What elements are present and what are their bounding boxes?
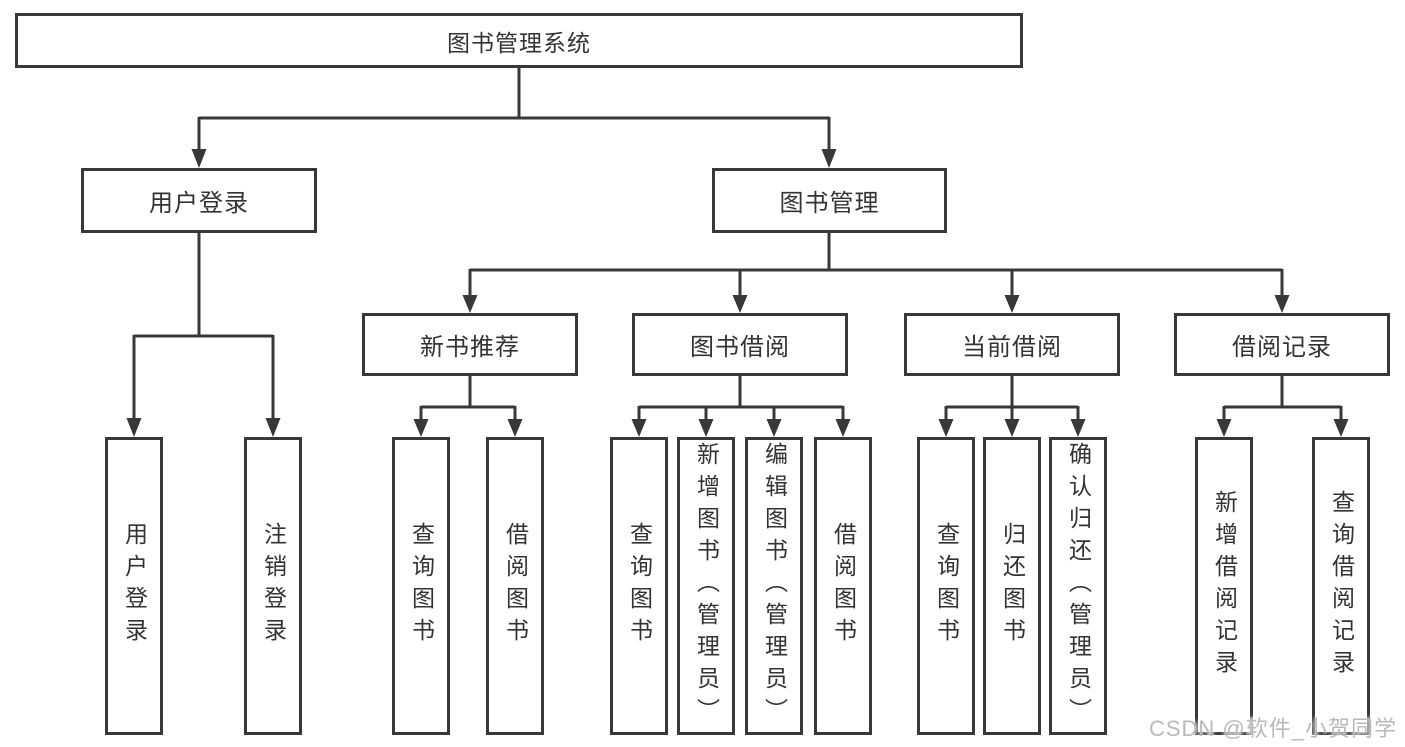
node-book-management: 图书管理 (712, 168, 947, 233)
node-new-book-recommend: 新书推荐 (362, 313, 578, 376)
leaf-records-query-record-label: 查询借阅记录 (1328, 490, 1355, 682)
leaf-newbook-borrow-books: 借阅图书 (486, 437, 544, 735)
leaf-newbook-borrow-books-label: 借阅图书 (502, 522, 529, 650)
leaf-records-query-record: 查询借阅记录 (1312, 437, 1370, 735)
leaf-current-confirm-return-admin-label: 确认归还（管理员） (1065, 442, 1092, 730)
node-borrow-records: 借阅记录 (1174, 313, 1390, 376)
node-user-login-label: 用户登录 (149, 190, 249, 217)
leaf-user-login-label: 用户登录 (121, 522, 148, 650)
node-root-label: 图书管理系统 (447, 29, 591, 56)
node-current-borrowing: 当前借阅 (904, 313, 1120, 376)
leaf-borrowing-edit-books-admin-label: 编辑图书（管理员） (761, 442, 788, 730)
leaf-borrowing-borrow-books-label: 借阅图书 (830, 522, 857, 650)
node-root-system: 图书管理系统 (15, 13, 1023, 68)
leaf-current-query-books: 查询图书 (917, 437, 975, 735)
leaf-current-return-books-label: 归还图书 (999, 522, 1026, 650)
arrowheads (126, 149, 1349, 437)
leaf-borrowing-edit-books-admin: 编辑图书（管理员） (745, 437, 803, 735)
leaf-newbook-query-books: 查询图书 (392, 437, 450, 735)
leaf-logout-label: 注销登录 (260, 522, 287, 650)
node-current-borrowing-label: 当前借阅 (962, 334, 1062, 361)
node-user-login: 用户登录 (81, 168, 317, 233)
leaf-records-add-record: 新增借阅记录 (1195, 437, 1253, 735)
leaf-borrowing-query-books-label: 查询图书 (626, 522, 653, 650)
node-borrow-records-label: 借阅记录 (1232, 334, 1332, 361)
node-book-borrowing: 图书借阅 (632, 313, 848, 376)
node-book-borrowing-label: 图书借阅 (690, 334, 790, 361)
leaf-records-add-record-label: 新增借阅记录 (1211, 490, 1238, 682)
leaf-current-return-books: 归还图书 (983, 437, 1041, 735)
leaf-current-query-books-label: 查询图书 (933, 522, 960, 650)
leaf-newbook-query-books-label: 查询图书 (408, 522, 435, 650)
leaf-user-login: 用户登录 (105, 437, 163, 735)
node-book-management-label: 图书管理 (779, 190, 880, 217)
csdn-watermark: CSDN @软件_小贺同学 (1148, 716, 1397, 741)
leaf-borrowing-query-books: 查询图书 (610, 437, 668, 735)
leaf-logout: 注销登录 (244, 437, 302, 735)
leaf-borrowing-add-books-admin: 新增图书（管理员） (677, 437, 735, 735)
node-new-book-recommend-label: 新书推荐 (420, 334, 520, 361)
leaf-current-confirm-return-admin: 确认归还（管理员） (1049, 437, 1107, 735)
leaf-borrowing-add-books-admin-label: 新增图书（管理员） (693, 442, 720, 730)
leaf-borrowing-borrow-books: 借阅图书 (814, 437, 872, 735)
